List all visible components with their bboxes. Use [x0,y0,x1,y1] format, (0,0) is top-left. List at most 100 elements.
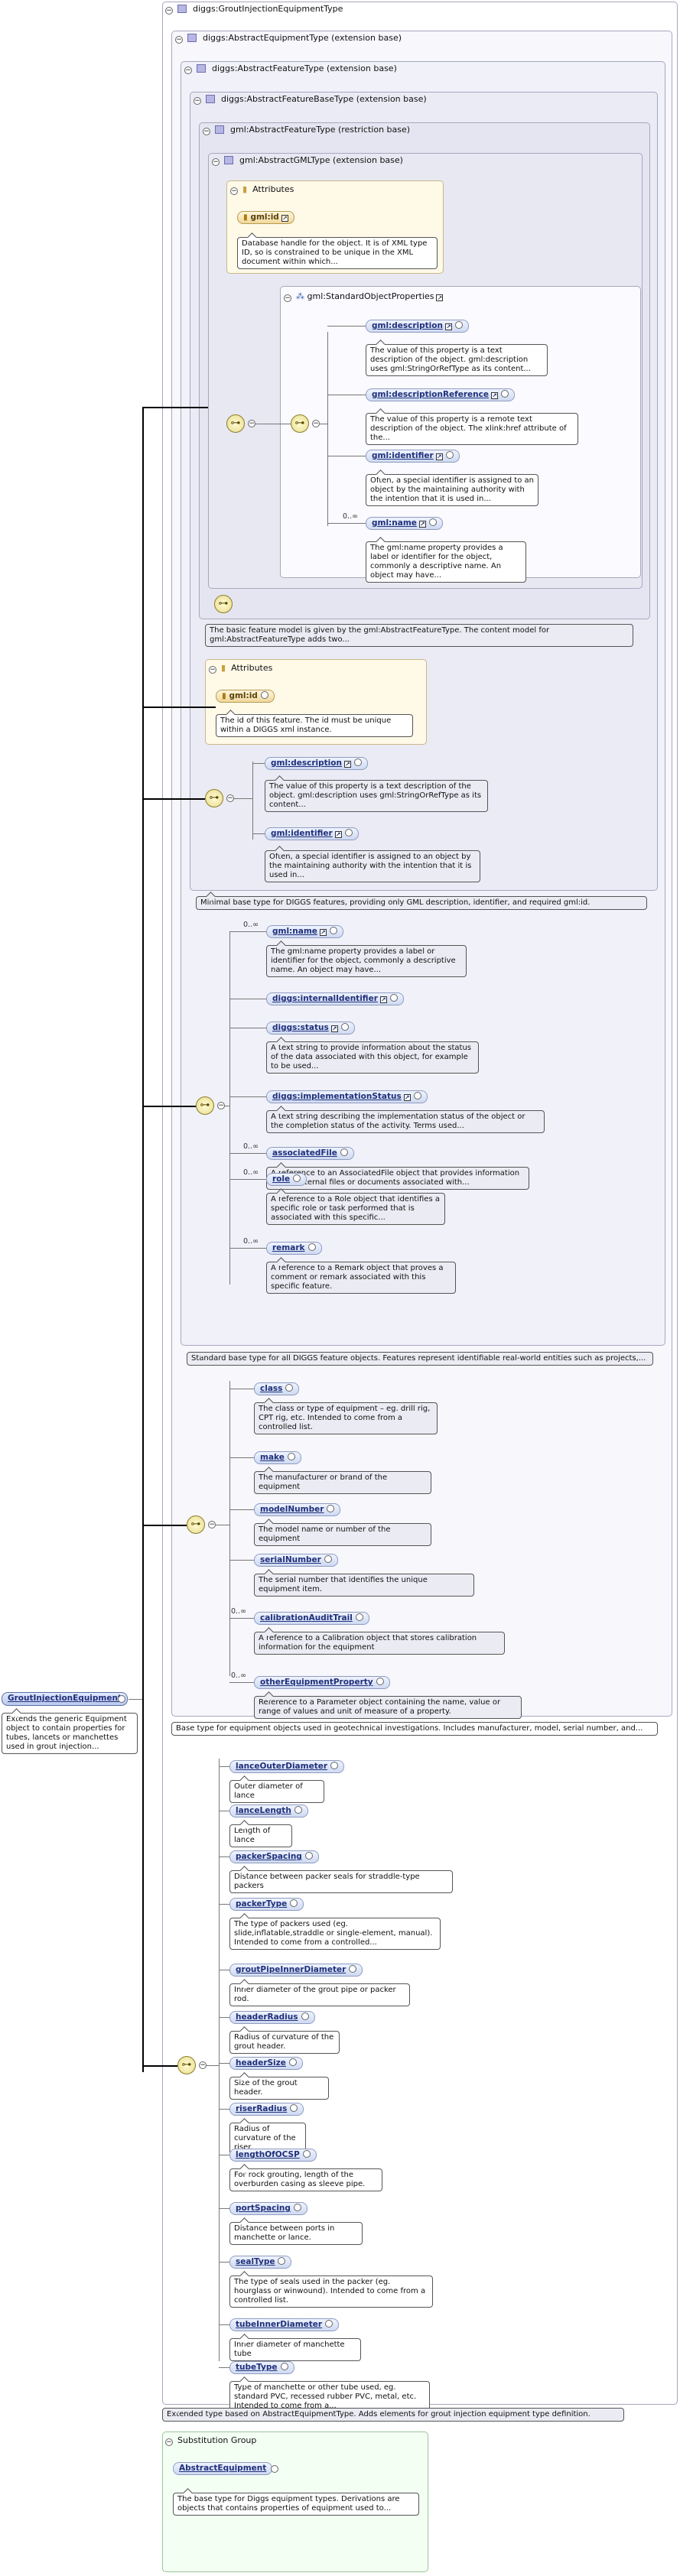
sequence-compositor-icon[interactable]: ⊶ [187,1515,205,1534]
collapse-toggle-icon[interactable]: − [184,67,192,74]
expand-circle-icon[interactable] [340,1023,349,1031]
element-node[interactable]: gml:name↗ [266,925,343,938]
element-node[interactable]: class [254,1382,300,1395]
expand-circle-icon[interactable] [454,321,463,329]
element-node[interactable]: tubeInnerDiameter [229,2318,340,2331]
link-icon[interactable]: ↗ [435,453,443,460]
element-node[interactable]: otherEquipmentProperty [254,1676,390,1689]
collapse-toggle-icon[interactable]: − [248,420,255,427]
element-node[interactable]: modelNumber [254,1503,341,1516]
collapse-toggle-icon[interactable]: − [208,1521,216,1528]
expand-circle-icon[interactable] [376,1678,384,1685]
collapse-toggle-icon[interactable]: − [226,794,234,802]
element-node[interactable]: headerSize [229,2057,303,2070]
expand-circle-icon[interactable] [325,2320,333,2327]
expand-circle-icon[interactable] [301,2012,309,2020]
property-group-header[interactable]: −⁂ gml:StandardObjectProperties↗ [284,291,444,303]
expand-circle-icon[interactable] [271,2465,278,2473]
expand-circle-icon[interactable] [293,2204,301,2211]
element-node[interactable]: calibrationAuditTrail [254,1612,369,1625]
link-icon[interactable]: ↗ [444,323,452,330]
element-node[interactable]: serialNumber [254,1554,338,1567]
expand-circle-icon[interactable] [285,1384,294,1392]
collapse-toggle-icon[interactable]: − [230,187,238,195]
element-node[interactable]: role [266,1173,307,1186]
gml-id-attribute[interactable]: ▮ gml:id [216,690,275,703]
expand-circle-icon[interactable] [340,1148,348,1156]
collapse-toggle-icon[interactable]: − [209,666,216,674]
gml-feature-type-header[interactable]: −gml:AbstractFeatureType (restriction ba… [203,124,410,136]
sequence-compositor-icon[interactable]: ⊶ [291,414,309,433]
expand-circle-icon[interactable] [302,2150,311,2158]
element-node[interactable]: portSpacing [229,2202,307,2215]
link-icon[interactable]: ↗ [330,1025,338,1032]
element-node[interactable]: tubeType [229,2361,294,2374]
expand-circle-icon[interactable] [324,1555,332,1563]
substitution-group-header[interactable]: −Substitution Group [165,2435,256,2447]
sequence-compositor-icon[interactable]: ⊶ [177,2056,196,2074]
link-icon[interactable]: ↗ [343,761,351,768]
element-node[interactable]: packerType [229,1898,304,1911]
element-node[interactable]: gml:identifier↗ [265,827,359,840]
element-node[interactable]: gml:name↗ [366,517,443,530]
element-node[interactable]: groutPipeInnerDiameter [229,1964,363,1977]
expand-circle-icon[interactable] [278,2257,286,2265]
collapse-toggle-icon[interactable]: − [284,294,291,302]
expand-circle-icon[interactable] [307,1243,316,1251]
feature-base-type-header[interactable]: −diggs:AbstractFeatureBaseType (extensio… [194,93,427,106]
sequence-compositor-icon[interactable]: ⊶ [226,414,245,433]
expand-circle-icon[interactable] [445,451,454,459]
link-icon[interactable]: ↗ [436,294,444,301]
link-icon[interactable]: ↗ [319,929,327,936]
expand-circle-icon[interactable] [304,1852,313,1860]
substitution-group-element[interactable]: AbstractEquipment [173,2462,273,2475]
collapse-toggle-icon[interactable]: − [212,158,220,166]
attributes-header[interactable]: −▮ Attributes [209,662,272,674]
expand-circle-icon[interactable] [290,2104,298,2112]
collapse-toggle-icon[interactable]: − [199,2061,207,2069]
collapse-toggle-icon[interactable]: − [203,128,210,135]
link-icon[interactable]: ↗ [379,996,387,1003]
element-node[interactable]: diggs:internalIdentifier↗ [266,992,404,1005]
element-node[interactable]: gml:identifier↗ [366,450,460,463]
expand-circle-icon[interactable] [330,1762,339,1769]
element-node[interactable]: gml:descriptionReference↗ [366,388,515,401]
sequence-compositor-icon[interactable]: ⊶ [196,1096,214,1115]
element-node[interactable]: lanceOuterDiameter [229,1760,345,1773]
expand-circle-icon[interactable] [327,1505,335,1512]
link-icon[interactable]: ↗ [281,215,288,222]
element-node[interactable]: lanceLength [229,1804,308,1817]
expand-circle-icon[interactable] [355,1613,363,1621]
expand-circle-icon[interactable] [280,2363,288,2370]
element-node[interactable]: remark [266,1242,322,1255]
expand-circle-icon[interactable] [349,1965,357,1973]
gml-id-attribute[interactable]: ▮ gml:id↗ [237,211,294,224]
expand-circle-icon[interactable] [293,1174,301,1182]
element-node[interactable]: diggs:status↗ [266,1022,355,1035]
expand-circle-icon[interactable] [287,1453,295,1460]
expand-circle-icon[interactable] [413,1092,421,1100]
expand-circle-icon[interactable] [290,1899,298,1907]
collapse-toggle-icon[interactable]: − [165,7,173,15]
element-node[interactable]: make [254,1451,301,1464]
collapse-toggle-icon[interactable]: − [165,2438,173,2446]
collapse-toggle-icon[interactable]: − [312,420,320,427]
element-node[interactable]: gml:description↗ [366,320,469,333]
expand-circle-icon[interactable] [260,691,268,699]
expand-circle-icon[interactable] [118,1695,125,1703]
collapse-toggle-icon[interactable]: − [175,36,183,44]
collapse-toggle-icon[interactable]: − [194,97,201,105]
equipment-type-header[interactable]: −diggs:AbstractEquipmentType (extension … [175,32,402,44]
link-icon[interactable]: ↗ [403,1094,411,1101]
expand-circle-icon[interactable] [344,829,353,836]
expand-circle-icon[interactable] [329,927,337,934]
element-node[interactable]: sealType [229,2256,292,2269]
expand-circle-icon[interactable] [353,759,362,766]
gml-type-header[interactable]: −gml:AbstractGMLType (extension base) [212,154,403,167]
expand-circle-icon[interactable] [294,1806,302,1814]
sequence-compositor-icon[interactable]: ⊶ [214,595,233,613]
expand-circle-icon[interactable] [428,518,437,526]
element-node[interactable]: headerRadius [229,2011,315,2024]
element-node[interactable]: packerSpacing [229,1850,319,1863]
element-node[interactable]: associatedFile [266,1147,354,1160]
